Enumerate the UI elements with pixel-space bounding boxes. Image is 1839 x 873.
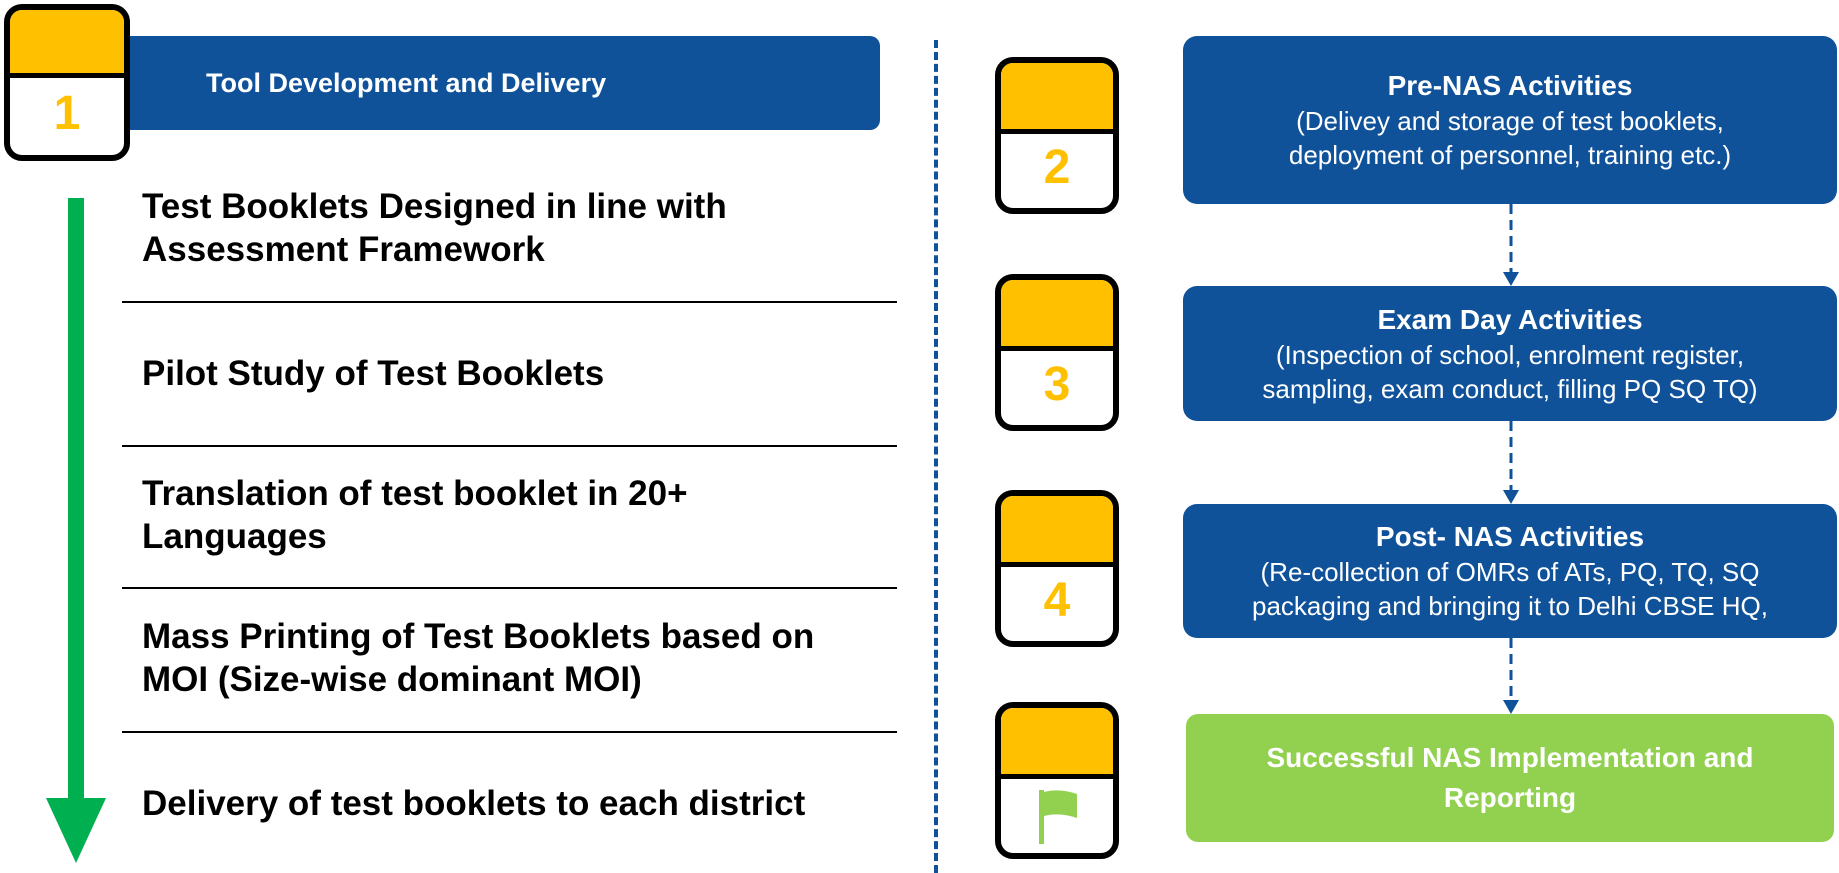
step-2-calendar-icon: 2 bbox=[995, 57, 1119, 214]
tool-development-header: Tool Development and Delivery bbox=[102, 36, 880, 130]
connector-arrow bbox=[1503, 204, 1519, 286]
successful-nas-label: Successful NAS Implementation and Report… bbox=[1266, 742, 1754, 813]
post-nas-desc-line1: (Re-collection of OMRs of ATs, PQ, TQ, S… bbox=[1260, 557, 1760, 587]
final-calendar-icon bbox=[995, 702, 1119, 859]
step-3-number: 3 bbox=[1043, 358, 1071, 411]
step-divider bbox=[122, 301, 897, 303]
step-mass-printing: Mass Printing of Test Booklets based on … bbox=[142, 617, 815, 699]
connector-arrow bbox=[1503, 638, 1519, 714]
step-2-number: 2 bbox=[1043, 141, 1071, 194]
step-test-booklets-designed: Test Booklets Designed in line with Asse… bbox=[142, 187, 727, 269]
step-1-number: 1 bbox=[53, 87, 81, 140]
step-divider bbox=[122, 445, 897, 447]
post-nas-activities-box: Post- NAS Activities (Re-collection of O… bbox=[1183, 504, 1837, 638]
successful-nas-implementation-box: Successful NAS Implementation and Report… bbox=[1186, 714, 1834, 842]
pre-nas-desc-line2: deployment of personnel, training etc.) bbox=[1288, 140, 1732, 170]
step-divider bbox=[122, 587, 897, 589]
exam-day-desc-line1: (Inspection of school, enrolment registe… bbox=[1275, 339, 1745, 370]
process-flow-arrow bbox=[46, 198, 106, 863]
step-translation: Translation of test booklet in 20+ Langu… bbox=[142, 474, 688, 556]
step-4-calendar-icon: 4 bbox=[995, 490, 1119, 647]
step-3-calendar-icon: 3 bbox=[995, 274, 1119, 431]
step-1-calendar-icon: 1 bbox=[4, 4, 130, 161]
step-pilot-study: Pilot Study of Test Booklets bbox=[142, 354, 605, 393]
exam-day-desc-line2: sampling, exam conduct, filling PQ SQ TQ… bbox=[1262, 373, 1758, 404]
connector-arrow bbox=[1503, 421, 1519, 504]
column-divider bbox=[934, 40, 938, 873]
exam-day-activities-box: Exam Day Activities (Inspection of schoo… bbox=[1183, 286, 1837, 421]
post-nas-title: Post- NAS Activities bbox=[1375, 521, 1645, 552]
exam-day-title: Exam Day Activities bbox=[1377, 303, 1643, 335]
tool-development-header-label: Tool Development and Delivery bbox=[206, 67, 607, 98]
post-nas-desc-line2: packaging and bringing it to Delhi CBSE … bbox=[1252, 591, 1768, 621]
step-delivery: Delivery of test booklets to each distri… bbox=[142, 784, 806, 823]
pre-nas-activities-box: Pre-NAS Activities (Delivey and storage … bbox=[1183, 36, 1837, 204]
flag-icon bbox=[1039, 790, 1077, 844]
step-4-number: 4 bbox=[1043, 574, 1071, 627]
pre-nas-title: Pre-NAS Activities bbox=[1387, 70, 1633, 101]
pre-nas-desc-line1: (Delivey and storage of test booklets, bbox=[1296, 106, 1724, 136]
step-divider bbox=[122, 731, 897, 733]
